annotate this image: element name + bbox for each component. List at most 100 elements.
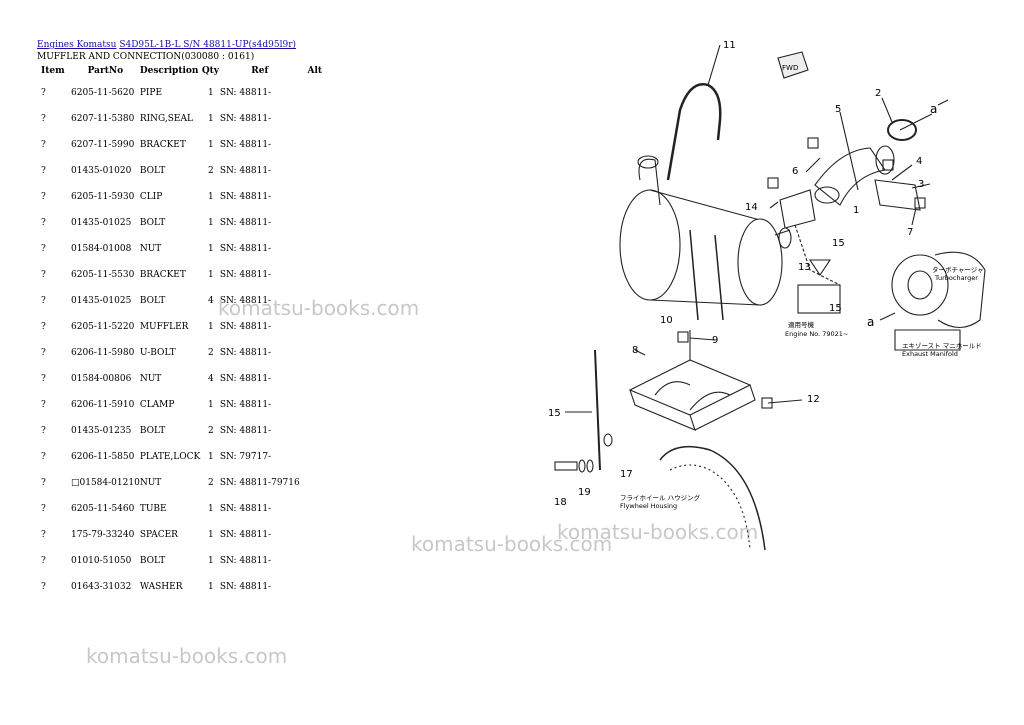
ref-cell: SN: 48811- [219, 140, 272, 150]
alt-cell [300, 140, 330, 166]
muffler-part [619, 155, 792, 321]
qty-cell: 2 [207, 478, 214, 488]
ref-cell: SN: 48811- [219, 270, 272, 280]
partno-cell: 6206-11-5910 [71, 400, 135, 410]
item-cell: ? [41, 530, 46, 540]
ref-cell: SN: 48811- [219, 530, 272, 540]
description-cell: WASHER [139, 582, 183, 592]
alt-cell [300, 374, 330, 400]
description-cell: PIPE [139, 88, 163, 98]
description-cell: TUBE [139, 504, 167, 514]
callout-9: 9 [712, 335, 718, 346]
engine-no-jp-label: 適用号機 [788, 320, 815, 329]
leader-line [707, 44, 721, 86]
qty-cell: 2 [207, 426, 214, 436]
item-cell: ? [41, 478, 46, 488]
partno-cell: 01010-51050 [71, 556, 132, 566]
ref-a-turbo: a [867, 315, 874, 329]
callout-numbers: 11 2 3 4 5 6 7 8 9 10 1 12 13 14 15 15 1… [548, 40, 924, 508]
item-cell: ? [41, 270, 46, 280]
exhaust-jp-label: エキゾースト マニホールド [902, 342, 982, 350]
breadcrumb-model-link[interactable]: S4D95L-1B-L S/N 48811-UP(s4d95l9r) [119, 40, 297, 50]
qty-cell: 1 [207, 192, 214, 202]
qty-cell: 2 [207, 348, 214, 358]
partno-cell: 6207-11-5990 [71, 140, 135, 150]
item-cell: ? [41, 114, 46, 124]
ref-cell: SN: 48811- [219, 426, 272, 436]
partno-cell: 01435-01025 [71, 218, 132, 228]
partno-cell: 6205-11-5930 [71, 192, 135, 202]
turbocharger-part [891, 251, 986, 351]
description-cell: BOLT [139, 426, 166, 436]
alt-cell [300, 270, 330, 296]
qty-cell: 1 [207, 322, 214, 332]
callout-6: 6 [792, 166, 798, 177]
qty-cell: 1 [207, 452, 214, 462]
callout-15: 15 [832, 238, 845, 249]
item-cell: ? [41, 166, 46, 176]
flywheel-housing-part [659, 445, 766, 551]
ref-a-top: a [930, 102, 937, 116]
ref-cell: SN: 48811- [219, 556, 272, 566]
ref-cell: SN: 48811- [219, 296, 272, 306]
fwd-label: FWD [782, 64, 798, 72]
description-cell: CLIP [139, 192, 163, 202]
alt-cell [300, 114, 330, 140]
breadcrumb-engines-link[interactable]: Engines Komatsu [37, 40, 117, 50]
ref-cell: SN: 48811-79716 [219, 478, 300, 488]
alt-cell [300, 348, 330, 374]
alt-cell [300, 582, 330, 608]
item-cell: ? [41, 426, 46, 436]
description-cell: NUT [139, 478, 162, 488]
bolt-parts [677, 137, 926, 409]
partno-cell: 175-79-33240 [71, 530, 135, 540]
partno-cell: 01435-01025 [71, 296, 132, 306]
callout-19: 19 [578, 487, 591, 498]
tray-part [628, 330, 756, 431]
description-cell: PLATE,LOCK [139, 452, 201, 462]
callout-15c: 15 [548, 408, 561, 419]
pipe-part [666, 83, 722, 181]
item-cell: ? [41, 504, 46, 514]
alt-cell [300, 322, 330, 348]
alt-cell [300, 478, 330, 504]
ref-cell: SN: 48811- [219, 244, 272, 254]
ref-cell: SN: 48811- [219, 374, 272, 384]
callout-1b: 1 [853, 205, 859, 216]
qty-cell: 1 [207, 504, 214, 514]
item-cell: ? [41, 88, 46, 98]
elbow-pipe-part [814, 119, 917, 206]
alt-cell [300, 80, 330, 114]
qty-cell: 1 [207, 270, 214, 280]
alt-cell [300, 530, 330, 556]
partno-cell: 01643-31032 [71, 582, 132, 592]
exhaust-label: Exhaust Manifold [902, 350, 958, 358]
item-cell: ? [41, 582, 46, 592]
reference-markers: a a [867, 102, 937, 329]
qty-cell: 1 [207, 556, 214, 566]
turbocharger-label: Turbocharger [934, 274, 978, 282]
partno-cell: 6205-11-5460 [71, 504, 135, 514]
header-description: Description [139, 66, 199, 76]
header-ref: Ref [251, 66, 269, 76]
description-cell: BOLT [139, 166, 166, 176]
alt-cell [300, 218, 330, 244]
breadcrumb: Engines Komatsu S4D95L-1B-L S/N 48811-UP… [37, 40, 296, 50]
ref-cell: SN: 48811- [219, 218, 272, 228]
ref-cell: SN: 48811- [219, 166, 272, 176]
item-cell: ? [41, 374, 46, 384]
description-cell: BOLT [139, 296, 166, 306]
callout-4: 4 [916, 156, 922, 167]
flywheel-label: Flywheel Housing [620, 502, 677, 510]
item-cell: ? [41, 218, 46, 228]
